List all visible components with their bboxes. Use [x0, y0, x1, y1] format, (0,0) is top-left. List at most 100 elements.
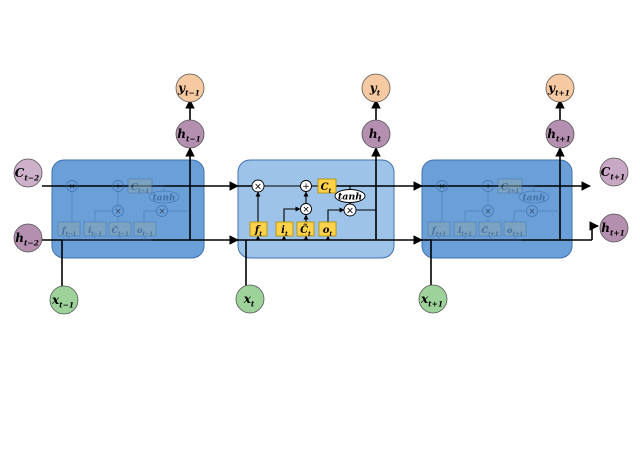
candidate-gate: C̃t [296, 221, 315, 238]
right-output-gate: ot+1 [503, 221, 527, 237]
input-node-current-circle [235, 284, 265, 314]
lstm-cell-right [421, 159, 573, 259]
right-tanh-label: tanh [522, 194, 545, 204]
output-node-next-label: yt+1 [547, 81, 570, 97]
input-node-next-circle [418, 284, 448, 314]
right-cell-add-icon-glyph: + [484, 182, 491, 192]
input-gate: it [275, 221, 294, 238]
output-node-prev-circle [175, 73, 205, 103]
right-output-multiply-icon: × [526, 205, 538, 217]
right-forget-multiply-icon: × [436, 180, 448, 192]
hidden-node-current-circle [361, 119, 391, 149]
right-cell-state-box: Ct+1 [497, 178, 523, 195]
forget-gate-label: ft [254, 225, 262, 238]
lstm-cell-left [51, 159, 205, 259]
input-multiply-icon-glyph: × [302, 205, 309, 215]
left-input-gate: it−1 [83, 221, 107, 237]
right-tanh-node: tanh [518, 190, 550, 204]
left-cell-state-box: Ct−1 [127, 178, 153, 195]
hidden-state-out-node-circle [599, 213, 629, 243]
left-cell-add-icon-glyph: + [114, 182, 121, 192]
left-output-multiply-icon-glyph: × [158, 207, 165, 217]
cell-add-icon-glyph: + [302, 182, 309, 192]
hidden-state-prev-node-circle [13, 223, 43, 253]
cell-state-box: Ct [317, 178, 337, 195]
input-node-current-label: xt [243, 292, 255, 308]
right-cell-add-icon: + [482, 180, 494, 192]
hidden-node-next-label: ht+1 [547, 127, 571, 143]
right-candidate-gate: C̃t+1 [478, 221, 502, 237]
forget-gate: ft [249, 221, 268, 238]
candidate-gate-label: C̃t [300, 224, 311, 238]
left-candidate-gate: C̃t−1 [108, 221, 132, 237]
hidden-node-next: ht+1 [545, 119, 575, 149]
output-node-prev-label: yt−1 [177, 81, 200, 97]
right-input-multiply-icon-glyph: × [484, 207, 491, 217]
input-node-prev: xt−1 [49, 285, 79, 315]
hidden-state-out-node-label: ht+1 [601, 221, 625, 237]
left-forget-multiply-icon-glyph: × [68, 182, 75, 192]
left-output-gate-label: ot−1 [137, 226, 153, 237]
forget-multiply-icon-glyph: × [254, 181, 262, 192]
left-cell-add-icon: + [112, 180, 124, 192]
left-output-multiply-icon: × [156, 205, 168, 217]
center-cell-internals [246, 185, 376, 241]
input-node-current: xt [235, 284, 265, 314]
input-multiply-icon: × [300, 203, 312, 215]
tanh-node: tanh [334, 189, 366, 203]
output-gate: ot [318, 221, 337, 238]
forget-multiply-icon: × [251, 179, 265, 193]
cell-add-icon: + [300, 180, 312, 192]
cell-state-prev-node: Ct−2 [13, 158, 43, 188]
right-candidate-gate-label: C̃t+1 [481, 224, 498, 237]
left-input-multiply-icon: × [112, 205, 124, 217]
left-forget-gate: ft−1 [57, 221, 81, 237]
left-input-multiply-icon-glyph: × [114, 207, 121, 217]
cell-state-out-node: Ct+1 [599, 157, 629, 187]
cell-state-label: Ct [321, 182, 332, 195]
right-cell-state-label: Ct+1 [501, 183, 519, 195]
input-node-prev-circle [49, 285, 79, 315]
right-input-gate-label: it+1 [458, 226, 472, 237]
input-wires [61, 240, 432, 290]
left-input-gate-label: it−1 [88, 226, 102, 237]
cell-state-out-node-circle [599, 157, 629, 187]
cell-state-out-node-label: Ct+1 [601, 165, 625, 181]
left-forget-gate-label: ft−1 [61, 226, 76, 237]
output-gate-label: ot [323, 225, 333, 238]
input-node-prev-label: xt−1 [51, 293, 74, 309]
cell-state-prev-node-circle [13, 158, 43, 188]
left-cell-state-label: Ct−1 [131, 183, 149, 195]
right-forget-multiply-icon-glyph: × [438, 182, 445, 192]
hidden-node-prev: ht−1 [175, 119, 205, 149]
output-multiply-icon-glyph: × [346, 205, 354, 216]
cell-state-prev-node-label: Ct−2 [15, 166, 39, 182]
left-tanh-label: tanh [152, 194, 175, 204]
output-node-prev: yt−1 [175, 73, 205, 103]
hidden-node-current: ht [361, 119, 391, 149]
output-node-next: yt+1 [545, 73, 575, 103]
output-multiply-icon: × [343, 203, 357, 217]
right-forget-gate: ft+1 [427, 221, 451, 237]
hidden-state-prev-node-label: ht−2 [15, 231, 39, 247]
lstm-cell-center [237, 159, 395, 259]
input-node-next-label: xt+1 [420, 292, 443, 308]
hidden-state-prev-node: ht−2 [13, 223, 43, 253]
output-node-next-circle [545, 73, 575, 103]
right-output-gate-label: ot+1 [507, 226, 523, 237]
right-output-multiply-icon-glyph: × [528, 207, 535, 217]
output-node-current-circle [361, 73, 391, 103]
hidden-node-current-label: ht [369, 127, 382, 143]
hidden-node-prev-circle [175, 119, 205, 149]
right-input-multiply-icon: × [482, 205, 494, 217]
tanh-label: tanh [338, 192, 362, 203]
input-node-next: xt+1 [418, 284, 448, 314]
left-candidate-gate-label: C̃t−1 [111, 224, 128, 237]
hidden-node-prev-label: ht−1 [177, 127, 201, 143]
right-input-gate: it+1 [453, 221, 477, 237]
input-gate-label: it [281, 225, 288, 238]
